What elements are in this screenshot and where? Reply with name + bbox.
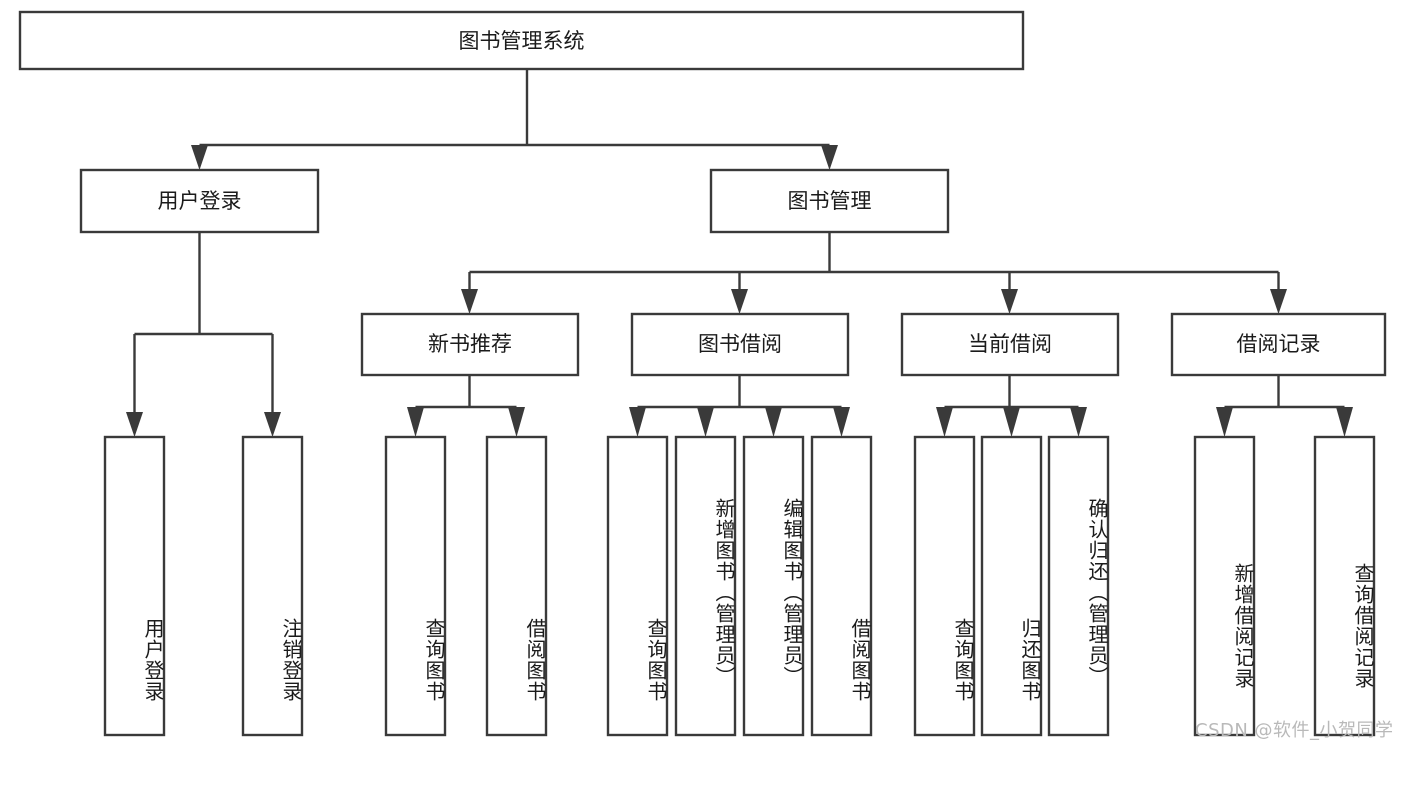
arrow-head-book-borrow: [731, 289, 748, 314]
arrow-head-leaf-query-book-recommend: [407, 407, 424, 437]
arrow-head-leaf-logout: [264, 412, 281, 437]
node-user-login[interactable]: 用户登录: [79, 168, 320, 234]
node-leaf-borrow-book-recommend-box[interactable]: [485, 435, 548, 737]
arrow-head-leaf-query-book-current: [936, 407, 953, 437]
node-leaf-query-book-recommend-box[interactable]: [384, 435, 447, 737]
arrow-head-leaf-add-borrow-record: [1216, 407, 1233, 437]
connector-group-new-book-recommend: [407, 375, 525, 437]
leaf-boxes: [103, 435, 1376, 737]
node-leaf-logout-box[interactable]: [241, 435, 304, 737]
node-user-login-box[interactable]: [79, 168, 320, 234]
node-leaf-confirm-return-admin-box[interactable]: [1047, 435, 1110, 737]
node-leaf-query-book-borrow-box[interactable]: [606, 435, 669, 737]
node-book-manage-box[interactable]: [709, 168, 950, 234]
node-borrow-record-box[interactable]: [1170, 312, 1387, 377]
arrow-head-new-book-recommend: [461, 289, 478, 314]
arrow-head-current-borrow: [1001, 289, 1018, 314]
node-root[interactable]: 图书管理系统: [18, 10, 1025, 71]
node-new-book-recommend[interactable]: 新书推荐: [360, 312, 580, 377]
arrow-head-borrow-record: [1270, 289, 1287, 314]
node-current-borrow-label: 当前借阅: [968, 332, 1052, 356]
node-leaf-user-login-box[interactable]: [103, 435, 166, 737]
csdn-watermark: CSDN @软件_小贺同学: [1195, 720, 1394, 741]
node-user-login-label: 用户登录: [158, 189, 242, 213]
node-leaf-query-book-current-box[interactable]: [913, 435, 976, 737]
arrow-head-leaf-edit-book-admin: [765, 407, 782, 437]
connector-group-borrow-record: [1216, 375, 1353, 437]
arrow-head-leaf-borrow-book: [833, 407, 850, 437]
node-book-borrow[interactable]: 图书借阅: [630, 312, 850, 377]
node-leaf-add-borrow-record-box[interactable]: [1193, 435, 1256, 737]
connector-group-book-borrow: [629, 375, 850, 437]
node-new-book-recommend-box[interactable]: [360, 312, 580, 377]
node-leaf-return-book-box[interactable]: [980, 435, 1043, 737]
arrow-head-leaf-add-book-admin: [697, 407, 714, 437]
node-book-manage-label: 图书管理: [788, 189, 872, 213]
node-book-borrow-label: 图书借阅: [698, 332, 782, 356]
node-leaf-query-borrow-record-box[interactable]: [1313, 435, 1376, 737]
node-borrow-record[interactable]: 借阅记录: [1170, 312, 1387, 377]
arrow-head-leaf-return-book: [1003, 407, 1020, 437]
arrow-head-leaf-query-borrow-record: [1336, 407, 1353, 437]
node-current-borrow[interactable]: 当前借阅: [900, 312, 1120, 377]
connector-group-current-borrow: [936, 375, 1087, 437]
connector-group-root: [191, 69, 838, 170]
connector-group-book-manage: [461, 232, 1287, 314]
arrow-head-leaf-query-book-borrow: [629, 407, 646, 437]
node-leaf-borrow-book-box[interactable]: [810, 435, 873, 737]
arrow-head-book-manage: [821, 145, 838, 170]
node-new-book-recommend-label: 新书推荐: [428, 332, 512, 356]
tree-diagram-svg: 图书管理系统 用户登录 图书管理 新书推荐 图书借阅 当前借阅 借阅记录: [18, 10, 1387, 737]
node-root-label: 图书管理系统: [459, 29, 585, 53]
node-borrow-record-label: 借阅记录: [1237, 332, 1321, 356]
arrow-head-leaf-user-login: [126, 412, 143, 437]
arrow-head-user-login: [191, 145, 208, 170]
node-root-box[interactable]: [18, 10, 1025, 71]
arrow-head-leaf-confirm-return-admin: [1070, 407, 1087, 437]
node-book-manage[interactable]: 图书管理: [709, 168, 950, 234]
flowchart-diagram: 图书管理系统 用户登录 图书管理 新书推荐 图书借阅 当前借阅 借阅记录: [18, 10, 1394, 741]
arrow-head-leaf-borrow-book-recommend: [508, 407, 525, 437]
node-leaf-edit-book-admin-box[interactable]: [742, 435, 805, 737]
node-current-borrow-box[interactable]: [900, 312, 1120, 377]
connector-group-user-login: [126, 232, 281, 437]
node-book-borrow-box[interactable]: [630, 312, 850, 377]
node-leaf-add-book-admin-box[interactable]: [674, 435, 737, 737]
